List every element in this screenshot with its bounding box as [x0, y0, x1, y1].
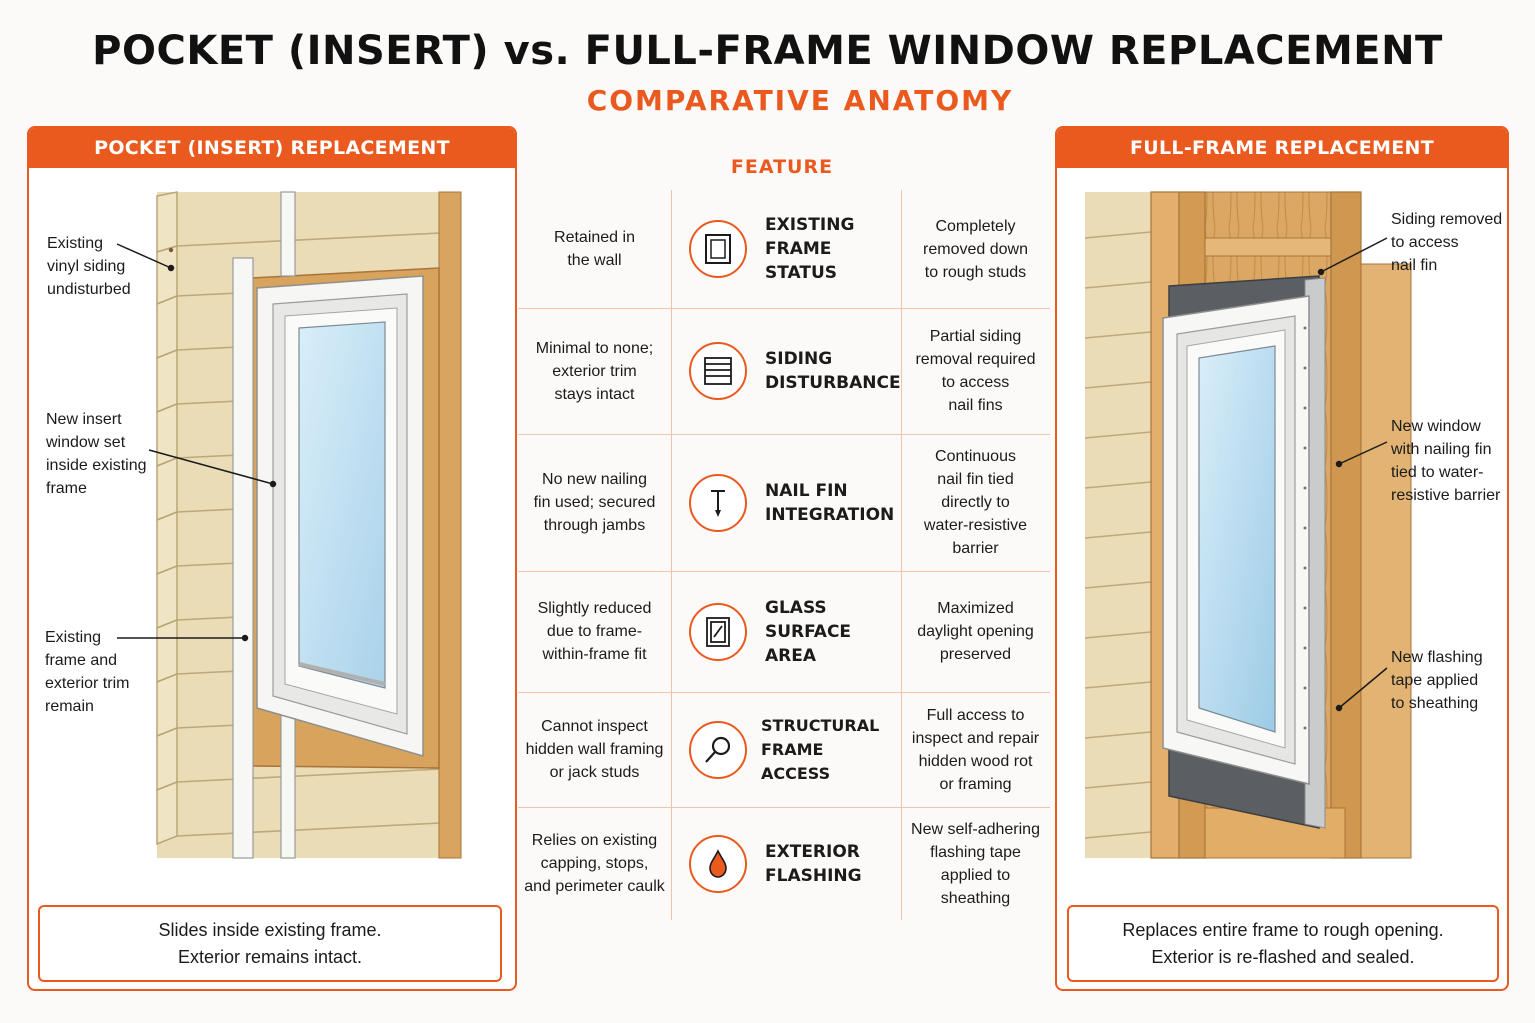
- full-frame-window-illustration: [1084, 191, 1412, 859]
- page-title: POCKET (INSERT) vs. FULL-FRAME WINDOW RE…: [92, 28, 1443, 74]
- column-divider: [671, 190, 672, 920]
- magnifier-icon: [689, 720, 747, 779]
- pocket-summary-box: Slides inside existing frame. Exterior r…: [38, 905, 502, 982]
- callout-siding-removed: Siding removed to access nail fin: [1391, 211, 1503, 274]
- full-frame-summary-box: Replaces entire frame to rough opening. …: [1067, 905, 1499, 982]
- row-divider: [518, 434, 1050, 435]
- row-divider: [518, 692, 1050, 693]
- callout-new-insert-window: New insert window set inside existing fr…: [46, 411, 147, 497]
- feature-column-header: FEATURE: [730, 156, 834, 178]
- pocket-replacement-panel: POCKET (INSERT) REPLACEMENT: [27, 126, 517, 991]
- pocket-panel-heading: POCKET (INSERT) REPLACEMENT: [29, 128, 515, 168]
- callout-new-window-fin: New window with nailing fin tied to wate…: [1391, 418, 1501, 504]
- full-frame-replacement-panel: FULL-FRAME REPLACEMENT: [1055, 126, 1509, 991]
- row-divider: [518, 308, 1050, 309]
- callout-new-flashing-tape: New flashing tape applied to sheathing: [1391, 649, 1483, 712]
- window-frame-icon: [689, 220, 747, 278]
- pocket-window-illustration: [116, 191, 462, 859]
- column-divider: [901, 190, 902, 920]
- nail-icon: [689, 473, 747, 532]
- water-drop-icon: [689, 834, 747, 893]
- page-subtitle: COMPARATIVE ANATOMY: [586, 84, 1014, 117]
- callout-existing-siding: Existing vinyl siding undisturbed: [47, 235, 131, 298]
- full-frame-panel-heading: FULL-FRAME REPLACEMENT: [1057, 128, 1507, 168]
- siding-icon: [689, 342, 747, 400]
- row-divider: [518, 807, 1050, 808]
- callout-existing-frame-trim: Existing frame and exterior trim remain: [45, 629, 130, 715]
- glass-pane-icon: [689, 602, 747, 661]
- row-divider: [518, 571, 1050, 572]
